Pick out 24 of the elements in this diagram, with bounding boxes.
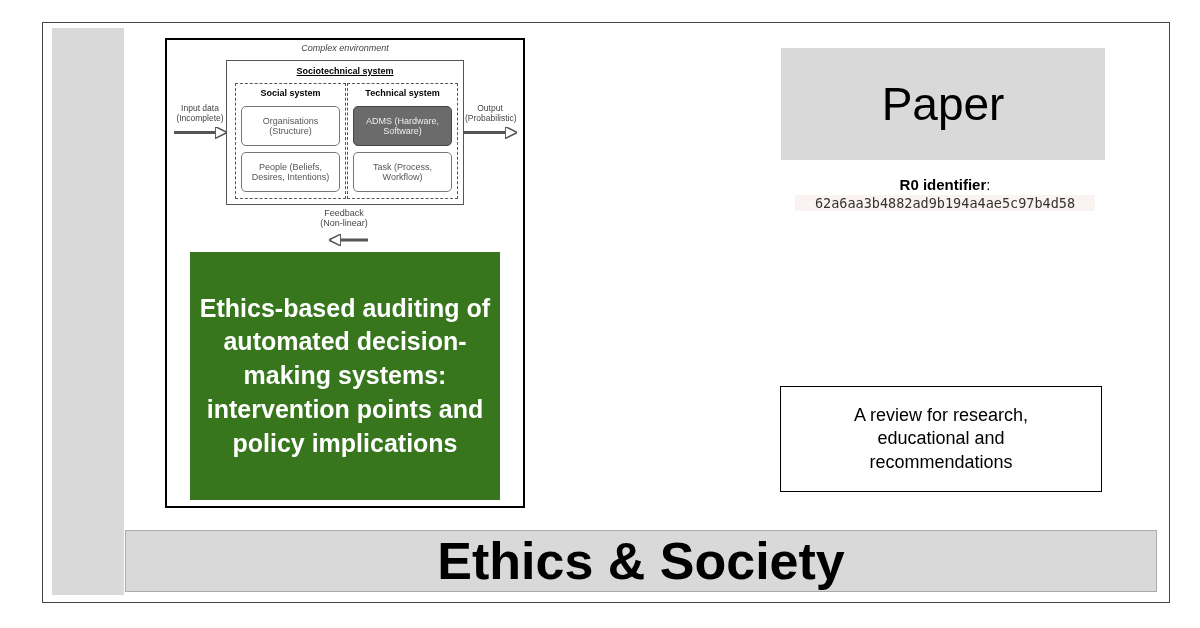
title-box: Ethics-based auditing of automated decision-making systems: intervention points and policy implications (190, 252, 500, 500)
system-box (226, 60, 464, 205)
environment-label: Complex environment (300, 43, 390, 53)
edge-label: Output (Probabilistic) (465, 102, 515, 123)
group-box (235, 83, 346, 199)
category-box: Paper (781, 48, 1105, 160)
footer-banner: Ethics & Society (125, 530, 1157, 592)
identifier-hash: 62a6aa3b4882ad9b194a4ae5c97b4d58 (795, 195, 1095, 211)
heading: Technical system (365, 88, 440, 98)
component-box: ADMS (Hardware, Software) (353, 106, 452, 146)
heading: Sociotechnical system (296, 66, 394, 76)
side-bar (52, 28, 124, 595)
edge-label: Input data (Incomplete) (175, 102, 225, 123)
heading: Social system (260, 88, 321, 98)
component-box: Organisations (Structure) (241, 106, 340, 146)
arrow (174, 125, 228, 140)
component-box: Task (Process, Workflow) (353, 152, 452, 192)
figure-card (165, 38, 525, 508)
group-box (347, 83, 458, 199)
feedback-label: Feedback (Non-linear) (319, 208, 369, 228)
identifier-label: R0 identifier: (898, 176, 992, 193)
component-box: People (Beliefs, Desires, Intentions) (241, 152, 340, 192)
arrow (464, 125, 518, 140)
summary-box: A review for research, educational and recommendations (780, 386, 1102, 492)
